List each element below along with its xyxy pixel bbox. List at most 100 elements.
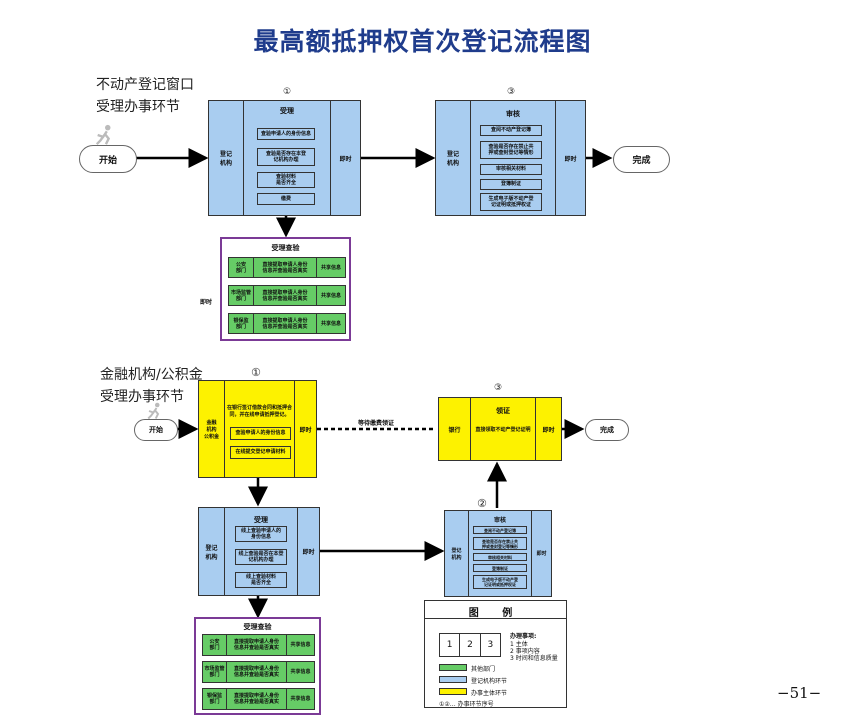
end-node: 完成 bbox=[585, 419, 629, 441]
bank-item: 查验申请人的身份信息 bbox=[230, 427, 291, 440]
check-row: 公安 部门 直接提取申请人身份 信息并查验是否真实 共享信息 bbox=[228, 257, 346, 278]
legend-item-label: 登记机构环节 bbox=[471, 678, 508, 685]
check-panel: 受理查验 公安 部门 直接提取申请人身份 信息并查验是否真实 共享信息 市场监管… bbox=[220, 237, 351, 341]
collect-box-body: 直接领取不动产登记证明 bbox=[475, 427, 531, 433]
bank-box-left: 金融 机构 公积金 bbox=[199, 381, 225, 477]
check-row: 公安 部门 直接提取申请人身份 信息并查验是否真实 共享信息 bbox=[202, 634, 315, 656]
check-row-desc: 直接提取申请人身份 信息并查验是否真实 bbox=[227, 662, 287, 682]
page-title: 最高额抵押权首次登记流程图 bbox=[253, 27, 592, 56]
collect-box-left: 银行 bbox=[439, 398, 471, 460]
step-number: ① bbox=[251, 366, 261, 379]
review2-box-right: 即时 bbox=[531, 511, 551, 596]
check2-panel: 受理查验 公安 部门 直接提取申请人身份 信息并查验是否真实 共享信息 市场监管… bbox=[194, 617, 321, 715]
review-box-title: 审核 bbox=[506, 110, 520, 118]
section2-header-line1: 金融机构/公积金 bbox=[100, 367, 203, 383]
legend-note: 1 主体 bbox=[510, 641, 528, 648]
check-row-share: 共享信息 bbox=[290, 642, 311, 648]
collect-box: 银行 领证 直接领取不动产登记证明 即时 bbox=[438, 397, 562, 461]
start-node: 开始 bbox=[79, 145, 137, 173]
accept-item: 查验材料 是否齐全 bbox=[257, 172, 315, 188]
check-row-share: 共享信息 bbox=[320, 292, 341, 299]
person-icon bbox=[147, 402, 160, 420]
review-item: 登簿制证 bbox=[480, 179, 542, 190]
legend-cell: 1 bbox=[440, 634, 461, 656]
accept2-item: 线上查验申请人的 身份信息 bbox=[235, 526, 287, 542]
review-item: 查验是否存在禁止共 押或查封登记等情形 bbox=[480, 141, 542, 159]
check-row: 银保监 部门 直接提取申请人身份 信息并查验是否真实 共享信息 bbox=[202, 688, 315, 710]
check-row-share: 共享信息 bbox=[290, 669, 311, 675]
check-row: 市场监管 部门 直接提取申请人身份 信息并查验是否真实 共享信息 bbox=[202, 661, 315, 683]
bank-box-desc: 在银行签订借款合同和抵押合 同，并在线申请抵押登记。 bbox=[226, 405, 292, 418]
check-row-dept: 市场监管 部门 bbox=[203, 662, 227, 682]
start-node: 开始 bbox=[134, 419, 178, 441]
section1-header-line2: 受理办事环节 bbox=[96, 99, 180, 115]
collect-box-title: 领证 bbox=[496, 407, 510, 415]
check-row-desc: 直接提取申请人身份 信息并查验是否真实 bbox=[227, 635, 287, 655]
review2-box-title: 审核 bbox=[493, 517, 506, 524]
legend-notes-title: 办理事项: bbox=[510, 633, 537, 640]
end-node: 完成 bbox=[613, 146, 670, 173]
accept2-box-title: 受理 bbox=[254, 516, 268, 524]
check-row-dept: 公安 部门 bbox=[203, 635, 227, 655]
accept-box-title: 受理 bbox=[280, 107, 294, 115]
review2-box-left: 登记 机构 bbox=[445, 511, 469, 596]
review-box-right: 即时 bbox=[555, 101, 585, 215]
check-row-desc: 直接提取申请人身份 信息并查验是否真实 bbox=[254, 286, 317, 305]
check-row-share: 共享信息 bbox=[320, 264, 341, 271]
accept-item: 查验是否存在本登 记机构办理 bbox=[257, 148, 315, 166]
legend: 图 例 1 2 3 办理事项: 1 主体 2 事项内容 3 时间和信息质量 其他… bbox=[424, 600, 567, 708]
check-row-desc: 直接提取申请人身份 信息并查验是否真实 bbox=[254, 258, 317, 277]
review-box-left: 登记 机构 bbox=[436, 101, 471, 215]
accept-box-left: 登记 机构 bbox=[209, 101, 244, 215]
accept-box-right: 即时 bbox=[330, 101, 360, 215]
legend-title: 图 例 bbox=[468, 608, 523, 619]
page-number: −51− bbox=[777, 684, 822, 702]
accept2-box-left: 登记 机构 bbox=[199, 508, 225, 595]
legend-note: 3 时间和信息质量 bbox=[510, 655, 558, 662]
accept2-item: 线上查验是否在本登 记机构办理 bbox=[235, 549, 287, 565]
review-item: 查阅不动产登记簿 bbox=[480, 125, 542, 136]
section1-header: 不动产登记窗口 受理办事环节 bbox=[96, 74, 194, 118]
review2-item: 查阅不动产登记簿 bbox=[473, 526, 527, 534]
legend-seq-label: ①②… 办事环节序号 bbox=[439, 701, 494, 708]
review-item: 审核相关材料 bbox=[480, 164, 542, 175]
step-number: ② bbox=[477, 497, 487, 510]
check-row-share: 共享信息 bbox=[320, 320, 341, 327]
section2-header-line2: 受理办事环节 bbox=[100, 389, 184, 405]
accept2-item: 线上查验材料 是否齐全 bbox=[235, 572, 287, 588]
legend-cell: 2 bbox=[460, 634, 481, 656]
accept2-box: 登记 机构 受理 线上查验申请人的 身份信息 线上查验是否在本登 记机构办理 线… bbox=[198, 507, 320, 596]
review2-item: 查验是否存在禁止共 押或查封登记等情形 bbox=[473, 537, 527, 550]
review-box: 登记 机构 审核 查阅不动产登记簿 查验是否存在禁止共 押或查封登记等情形 审核… bbox=[435, 100, 586, 216]
legend-item-label: 办事主体环节 bbox=[471, 690, 508, 697]
bank-box-right: 即时 bbox=[294, 381, 316, 477]
review2-item: 审核相关材料 bbox=[473, 553, 527, 561]
wait-label: 等待缴费领证 bbox=[358, 420, 395, 427]
legend-item-label: 其他部门 bbox=[471, 666, 496, 673]
legend-divider bbox=[424, 618, 567, 619]
check-row-dept: 公安 部门 bbox=[229, 258, 254, 277]
check-panel-title: 受理查验 bbox=[271, 244, 300, 252]
step-number: ③ bbox=[494, 383, 503, 393]
legend-swatch-green bbox=[439, 664, 467, 671]
review2-box: 登记 机构 审核 查阅不动产登记簿 查验是否存在禁止共 押或查封登记等情形 审核… bbox=[444, 510, 552, 597]
review2-item: 登簿制证 bbox=[473, 564, 527, 572]
step-number: ③ bbox=[507, 87, 516, 97]
bank-box: 金融 机构 公积金 在银行签订借款合同和抵押合 同，并在线申请抵押登记。 查验申… bbox=[198, 380, 317, 478]
check-row-dept: 银保监 部门 bbox=[203, 689, 227, 709]
accept-item: 查验申请人的身份信息 bbox=[257, 128, 315, 140]
bank-item: 在线提交登记申请材料 bbox=[230, 446, 291, 459]
accept2-box-right: 即时 bbox=[297, 508, 319, 595]
person-icon bbox=[95, 124, 111, 146]
legend-cells: 1 2 3 bbox=[439, 633, 501, 657]
check-row-dept: 市场监管 部门 bbox=[229, 286, 254, 305]
collect-box-right: 即时 bbox=[535, 398, 561, 460]
section2-header: 金融机构/公积金 受理办事环节 bbox=[100, 364, 203, 408]
section1-header-line1: 不动产登记窗口 bbox=[96, 77, 194, 93]
legend-cell: 3 bbox=[487, 640, 494, 650]
legend-swatch-blue bbox=[439, 676, 467, 683]
review2-item: 生成电子版不动产登 记证明或抵押权证 bbox=[473, 575, 527, 589]
check2-panel-title: 受理查验 bbox=[243, 623, 272, 631]
accept-item: 缴费 bbox=[257, 193, 315, 205]
